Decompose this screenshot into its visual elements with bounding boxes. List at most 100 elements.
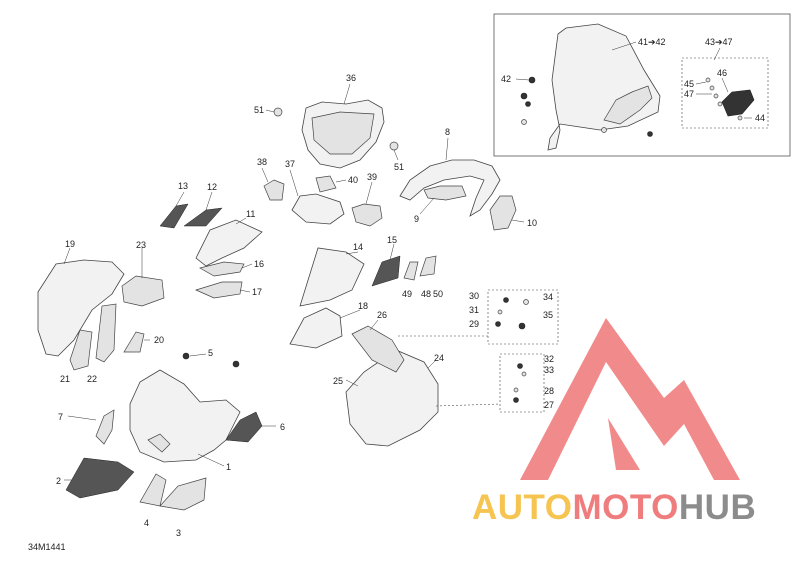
callout-6: 6	[280, 422, 285, 432]
leader-39	[365, 181, 373, 205]
plate-49	[403, 261, 419, 281]
callout-10: 10	[527, 218, 537, 228]
logo-text: AUTOMOTOHUB	[472, 488, 756, 528]
leader-51b	[393, 149, 399, 161]
upper-trim	[399, 159, 501, 217]
diagram-code: 34M1441	[28, 542, 66, 552]
leader-25	[345, 379, 359, 387]
washer-28	[513, 387, 519, 393]
callout-19: 19	[65, 239, 75, 249]
callout-51-right: 51	[394, 162, 404, 172]
side-cover-18	[289, 307, 343, 349]
hardware-box-upper	[487, 289, 559, 345]
mirror-washer	[705, 77, 711, 83]
leader-9	[419, 197, 435, 215]
panel-22	[95, 303, 117, 363]
windshield	[547, 23, 661, 151]
clip-38	[263, 179, 285, 201]
mirror-washer-2	[709, 85, 715, 91]
grommet-51-left	[273, 107, 283, 117]
callout-20: 20	[154, 335, 164, 345]
trim-insert	[423, 185, 467, 201]
logo-text-moto: MOTO	[572, 488, 679, 527]
washer-31	[497, 309, 503, 315]
clip-34	[523, 299, 529, 305]
leader-51a	[265, 109, 275, 113]
callout-49: 49	[402, 289, 412, 299]
trim-3	[159, 477, 207, 511]
windshield-grommet	[521, 119, 527, 125]
leader-12	[205, 191, 213, 211]
screw-32	[517, 363, 523, 369]
grille-2	[65, 457, 135, 499]
callout-21: 21	[60, 374, 70, 384]
logo-text-auto: AUTO	[472, 488, 573, 527]
callout-3: 3	[176, 528, 181, 538]
panel-23	[121, 275, 165, 307]
windshield-nut	[520, 92, 528, 100]
leader-24	[427, 359, 437, 369]
callout-30: 30	[469, 291, 479, 301]
callout-11: 11	[246, 209, 255, 219]
leader-10	[511, 219, 525, 223]
deflector-39	[351, 203, 383, 227]
panel-26	[351, 325, 405, 373]
side-cover	[489, 195, 517, 231]
callout-26: 26	[377, 310, 387, 320]
side-panel-19	[37, 259, 125, 357]
callout-42: 42	[501, 74, 511, 84]
callout-18: 18	[358, 301, 368, 311]
mirror-kit-box	[681, 57, 769, 129]
windshield-inset-box	[493, 13, 791, 157]
side-cover-14	[299, 247, 365, 307]
leader-38	[261, 167, 269, 183]
fastener-5b	[232, 360, 240, 368]
callout-29: 29	[469, 319, 479, 329]
mirror-washer-4	[717, 101, 723, 107]
callout-1: 1	[226, 462, 231, 472]
mesh-grille-12	[183, 207, 223, 227]
callout-22: 22	[87, 374, 97, 384]
callout-8: 8	[445, 127, 450, 137]
windshield-bracket	[603, 85, 653, 125]
callout-2: 2	[56, 476, 61, 486]
mirror-screw	[737, 115, 743, 121]
windshield-grommet-2	[601, 127, 607, 133]
leader-15	[389, 243, 395, 261]
mesh-grille-13	[159, 203, 189, 229]
leader-14	[345, 251, 359, 255]
logo-mark	[520, 318, 740, 480]
panel-21	[69, 329, 93, 371]
callout-33: 33	[544, 365, 554, 375]
windshield-bolt	[647, 131, 653, 137]
nut-29	[495, 321, 501, 327]
leader-26	[369, 319, 379, 331]
callout-15: 15	[387, 235, 397, 245]
vent-6	[225, 411, 263, 443]
clip-7	[95, 409, 115, 445]
fastener-5a	[182, 352, 190, 360]
trim-17	[195, 281, 243, 299]
guide-line-2	[435, 403, 501, 407]
headlight-housing-inner	[311, 111, 375, 155]
callout-24: 24	[434, 353, 444, 363]
callout-38: 38	[257, 157, 267, 167]
callout-39: 39	[367, 172, 377, 182]
callout-7: 7	[58, 412, 63, 422]
callout-51-left: 51	[254, 105, 264, 115]
callout-25: 25	[333, 376, 343, 386]
windshield-washer	[525, 101, 531, 107]
callout-34: 34	[543, 292, 553, 302]
leader-19	[63, 247, 71, 265]
mirror-washer-3	[713, 93, 719, 99]
callout-14: 14	[353, 242, 363, 252]
leader-37	[289, 169, 299, 197]
windshield-screw	[528, 76, 536, 84]
callout-23: 23	[136, 240, 146, 250]
nose-opening	[147, 433, 171, 453]
callout-36: 36	[346, 73, 356, 83]
leader-11	[235, 217, 247, 225]
callout-46: 46	[717, 68, 727, 78]
leader-5	[189, 353, 207, 357]
